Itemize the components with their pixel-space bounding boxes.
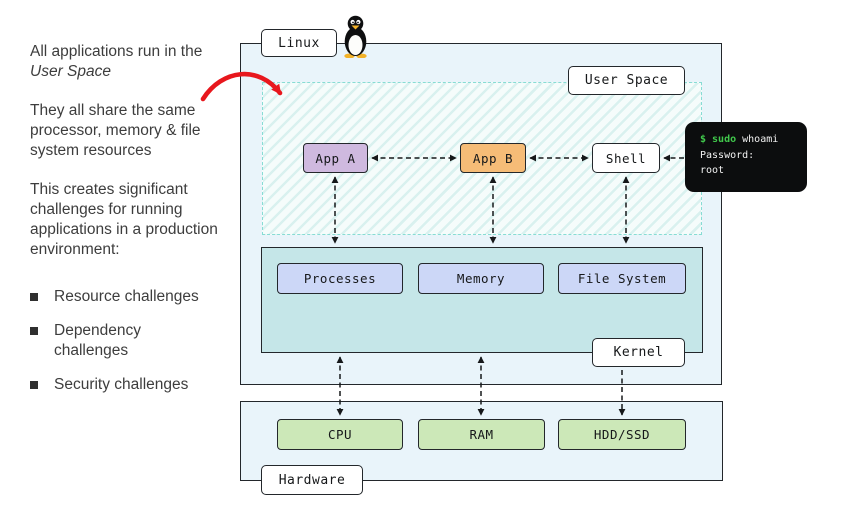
list-item: Dependency challenges xyxy=(30,321,228,361)
paragraph-challenges: This creates significant challenges for … xyxy=(30,181,218,258)
processes-node: Processes xyxy=(277,263,403,294)
terminal-line-output: root xyxy=(700,165,725,176)
ram-label: RAM xyxy=(469,427,494,442)
bullet-square-icon xyxy=(30,327,38,335)
hardware-label-box: Hardware xyxy=(261,465,363,495)
paragraph-shared-resources: They all share the same processor, memor… xyxy=(30,102,201,159)
app-b-label: App B xyxy=(472,150,514,166)
memory-label: Memory xyxy=(456,271,506,286)
cpu-node: CPU xyxy=(277,419,403,450)
kernel-label-box: Kernel xyxy=(592,338,685,367)
list-item: Security challenges xyxy=(30,375,228,395)
file-system-node: File System xyxy=(558,263,686,294)
app-b-node: App B xyxy=(460,143,526,173)
file-system-label: File System xyxy=(577,271,667,286)
list-item-label: Resource challenges xyxy=(54,288,199,305)
list-item-label: Security challenges xyxy=(54,376,189,393)
terminal-line-password: Password: xyxy=(700,149,755,161)
commentary-panel: All applications run in the User Space T… xyxy=(30,42,228,409)
list-item: Resource challenges xyxy=(30,287,228,307)
list-item-label: Dependency challenges xyxy=(54,322,142,359)
bullet-square-icon xyxy=(30,381,38,389)
user-space-label: User Space xyxy=(584,73,669,88)
user-space-label-box: User Space xyxy=(568,66,685,95)
paragraph-user-space-text: All applications run in the xyxy=(30,43,203,60)
linux-label: Linux xyxy=(278,35,320,51)
terminal-popup: $ sudo whoami Password: root xyxy=(685,122,807,192)
hardware-label: Hardware xyxy=(278,472,346,488)
shell-label: Shell xyxy=(605,150,647,166)
cpu-label: CPU xyxy=(327,427,353,442)
linux-label-box: Linux xyxy=(261,29,337,57)
tux-penguin-icon xyxy=(344,15,367,58)
ram-node: RAM xyxy=(418,419,545,450)
bullet-square-icon xyxy=(30,293,38,301)
user-space-emphasis: User Space xyxy=(30,63,111,80)
memory-node: Memory xyxy=(418,263,544,294)
terminal-command: whoami xyxy=(736,134,779,145)
paragraph-user-space: All applications run in the User Space xyxy=(30,42,228,82)
hdd-ssd-label: HDD/SSD xyxy=(593,427,651,442)
challenges-list: Resource challenges Dependency challenge… xyxy=(30,287,228,395)
processes-label: Processes xyxy=(303,271,377,286)
kernel-label: Kernel xyxy=(613,345,664,360)
shell-node: Shell xyxy=(592,143,660,173)
app-a-label: App A xyxy=(315,150,356,166)
hdd-ssd-node: HDD/SSD xyxy=(558,419,686,450)
app-a-node: App A xyxy=(303,143,368,173)
terminal-prompt: $ sudo xyxy=(700,134,737,145)
terminal-line-command: $ sudo whoami xyxy=(700,132,807,148)
